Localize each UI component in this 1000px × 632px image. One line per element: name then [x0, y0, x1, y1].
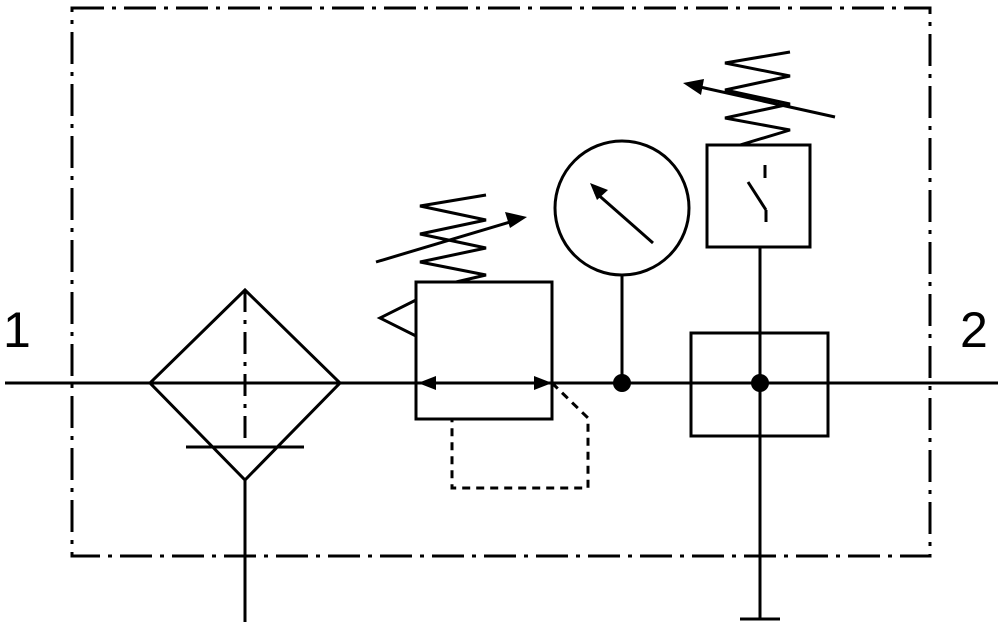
gauge-dial: [553, 139, 691, 277]
pressure-switch-symbol: [683, 50, 836, 383]
gauge-needle-head: [590, 183, 608, 200]
gauge-needle: [594, 190, 654, 245]
pressure-regulator-symbol: [375, 193, 590, 490]
switch-adjust-arrow-head: [683, 79, 704, 95]
regulator-flow-arrow-head-right: [534, 376, 552, 390]
gauge-junction: [613, 374, 631, 392]
switch-contact-blade: [746, 181, 768, 211]
regulator-spring: [419, 193, 487, 284]
pressure-gauge-symbol: [553, 139, 691, 392]
manifold-block-symbol: [689, 331, 830, 621]
regulator-flow-arrow-head-left: [418, 376, 436, 390]
port-2-label: 2: [960, 302, 988, 358]
regulator-adjust-arrow-head: [505, 212, 527, 228]
regulator-adjust-arrow-shaft: [375, 220, 511, 264]
switch-spring: [724, 50, 791, 147]
switch-adjust-arrow-shaft: [699, 85, 836, 119]
filter-symbol: [147, 287, 343, 622]
port-1-label: 1: [3, 302, 31, 358]
regulator-pilot-triangle: [376, 298, 417, 338]
regulator-body: [414, 280, 554, 421]
regulator-pilot-line: [450, 381, 590, 490]
unit-enclosure: [70, 6, 932, 558]
